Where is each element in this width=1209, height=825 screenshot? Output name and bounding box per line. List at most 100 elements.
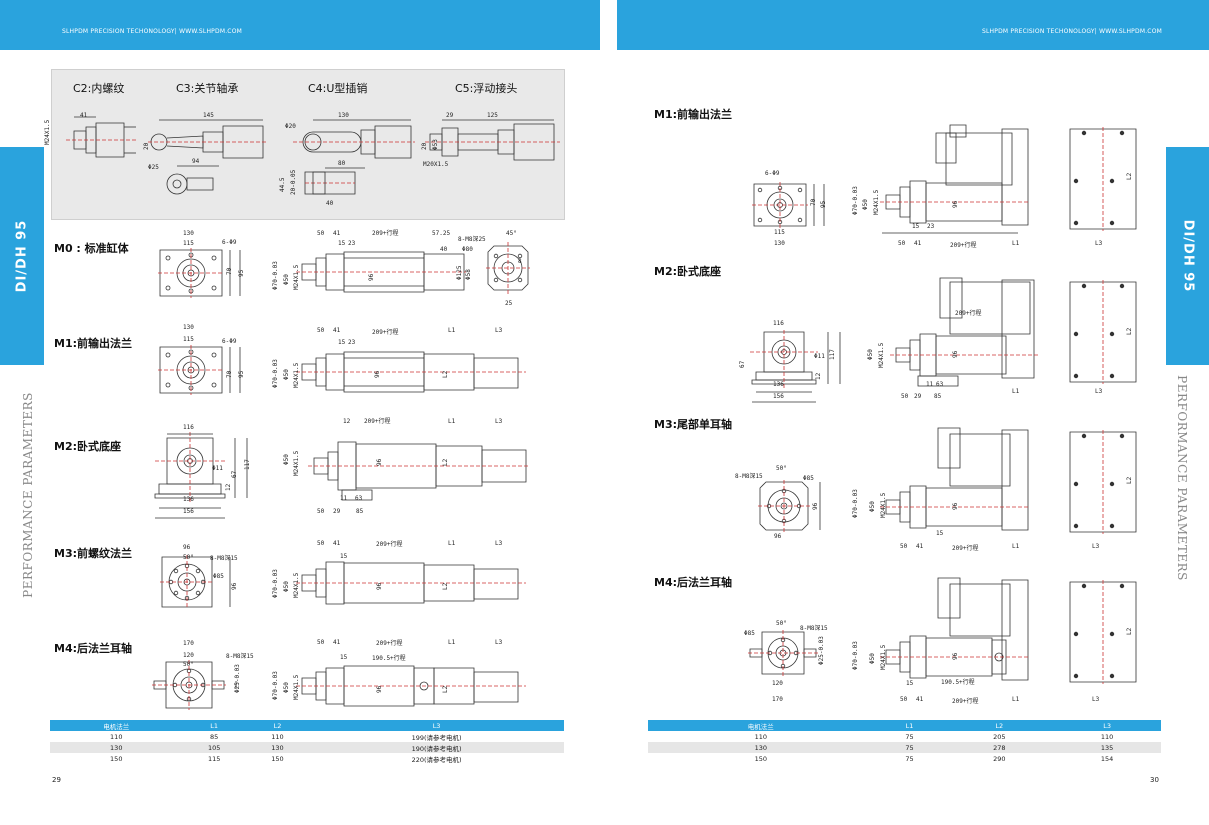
m4-dim: 96	[376, 685, 383, 693]
m2-dim: Φ11	[212, 465, 223, 472]
section-m3-label: M3:前螺纹法兰	[54, 547, 132, 560]
c3-dim-145: 145	[203, 112, 214, 119]
m0-side-view	[296, 248, 466, 296]
m3-dim: 41	[333, 540, 341, 547]
m3-dim: 96	[376, 582, 383, 590]
r-m4-dim: Φ25-0.03	[818, 636, 825, 665]
m2-side-view	[308, 432, 528, 512]
r-m2-dim: 67	[739, 360, 746, 368]
r-m2-dim: 209+行程	[955, 310, 982, 317]
r-m3-dim: 50	[900, 543, 908, 550]
m2-dim: M24X1.5	[293, 450, 300, 476]
r-m1-dim: Φ50	[862, 199, 869, 210]
table-header: L2	[945, 720, 1054, 731]
section-r-m2-label: M2:卧式底座	[654, 265, 721, 278]
m2-dim: L3	[495, 418, 503, 425]
header-bar-right: SLHPDM PRECISION TECHONOLOGY| WWW.SLHPDM…	[617, 0, 1209, 50]
r-m4-dim: 120	[772, 680, 783, 687]
r-m2-dim: 85	[934, 393, 942, 400]
m4-front-view	[152, 660, 247, 710]
connector-c3-title: C3:关节轴承	[176, 82, 239, 95]
table-header: 电机法兰	[50, 720, 183, 731]
table-cell: 110	[1100, 732, 1114, 741]
r-m3-motor-view	[880, 428, 1030, 538]
connector-c5-title: C5:浮动接头	[455, 82, 518, 95]
r-m3-dim: Φ70-0.03	[852, 489, 859, 518]
c5-dim-29: 29	[446, 112, 454, 119]
r-m1-dim: 70	[810, 198, 817, 206]
m4-dim: 120	[183, 652, 194, 659]
m2-dim: 29	[333, 508, 341, 515]
c4-dim-44: 44.5	[279, 177, 286, 192]
table-cell: 110	[754, 732, 767, 741]
connector-c3-drawing	[143, 110, 268, 200]
r-m1-dim: L3	[1095, 240, 1103, 247]
r-m1-dim: 41	[914, 240, 922, 247]
m0-dim: 70	[226, 267, 233, 275]
r-m1-dim: L2	[1126, 172, 1133, 180]
m0-dim: Φ125	[456, 265, 463, 280]
r-m1-dim: 209+行程	[950, 242, 977, 249]
r-m1-dim: 130	[774, 240, 785, 247]
m4-side-view	[296, 662, 526, 710]
r-m4-dim: 41	[916, 696, 924, 703]
m0-dim: 209+行程	[372, 230, 399, 237]
r-m4-dim: M24X1.5	[880, 644, 887, 670]
m4-dim: 209+行程	[376, 640, 403, 647]
r-m3-dim: L3	[1092, 543, 1100, 550]
r-m4-dim: Φ50	[869, 653, 876, 664]
r-m4-dim: 190.5+行程	[941, 679, 975, 686]
connector-c5-drawing	[420, 110, 560, 170]
m1-dim: Φ70-0.03	[272, 359, 279, 388]
r-m4-dim: 96	[952, 652, 959, 660]
m0-dim: 41	[333, 230, 341, 237]
r-m2-motor-view	[890, 276, 1040, 406]
m0-dim: 130	[183, 230, 194, 237]
m1-front-view	[158, 345, 248, 395]
m0-end-view	[486, 240, 530, 300]
r-m3-dim: 41	[916, 543, 924, 550]
m4-dim: 50°	[183, 661, 194, 668]
table-cell: 199(请参考电机)	[411, 733, 462, 742]
m0-dim: 8-M8深25	[458, 236, 486, 243]
page-number: 29	[52, 776, 61, 784]
c2-dim-41: 41	[80, 112, 88, 119]
table-header: L2	[245, 720, 310, 731]
m0-dim: 25	[505, 300, 513, 307]
m2-dim: 63	[355, 495, 363, 502]
side-tab-label: DI/DH 95	[14, 219, 30, 293]
table-cell: 115	[207, 754, 221, 763]
c5-dim-20: 20	[421, 142, 428, 150]
m1-dim: 95	[238, 370, 245, 378]
m3-dim: 50°	[183, 554, 194, 561]
m3-dim: Φ85	[213, 573, 224, 580]
m0-dim: 45°	[506, 230, 517, 237]
m1-dim: 41	[333, 327, 341, 334]
r-m1-motor-view	[880, 125, 1030, 235]
r-m2-dim: L3	[1095, 388, 1103, 395]
table-header: 电机法兰	[648, 720, 874, 731]
r-m3-dim: L2	[1126, 476, 1133, 484]
table-row: 130 105 130 190(请参考电机)	[50, 742, 564, 753]
m0-dim: 40	[440, 246, 448, 253]
r-m2-rear-view	[1068, 280, 1140, 384]
m2-dim: 11	[340, 495, 348, 502]
r-m4-motor-view	[880, 578, 1030, 690]
table-row: 110 75 205 110	[648, 731, 1161, 742]
m3-dim: L2	[442, 582, 449, 590]
m2-dim: L1	[448, 418, 456, 425]
m4-dim: L1	[448, 639, 456, 646]
m2-front-view	[155, 432, 265, 522]
m4-dim: Φ25-0.03	[234, 664, 241, 693]
m3-dim: 209+行程	[376, 541, 403, 548]
m2-dim: 209+行程	[364, 418, 391, 425]
r-m3-dim: 15	[936, 530, 944, 537]
m3-dim: M24X1.5	[293, 572, 300, 598]
m3-dim: 8-M8深15	[210, 555, 238, 562]
table-cell: 130	[50, 742, 183, 753]
m1-dim: 96	[374, 370, 381, 378]
r-m3-dim: 96	[774, 533, 782, 540]
table-cell: 154	[1100, 754, 1114, 763]
m0-dim: 57.25	[432, 230, 451, 237]
m3-side-view	[296, 558, 526, 608]
